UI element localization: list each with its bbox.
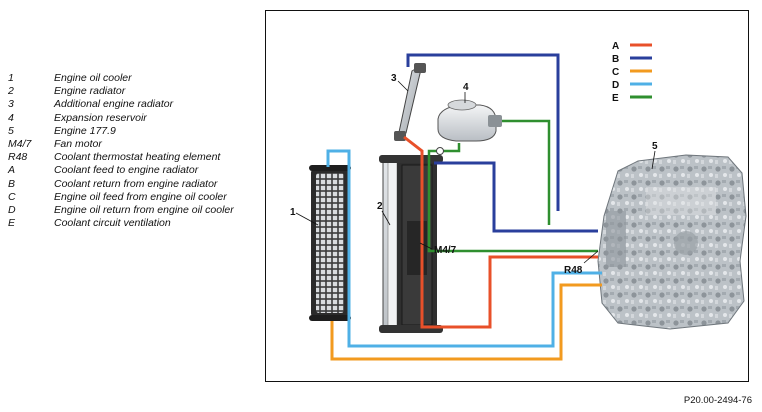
legend-row: M4/7 Fan motor (8, 138, 258, 151)
legend-key: E (8, 217, 16, 230)
line-key-letter: B (612, 54, 619, 65)
legend-text: Coolant thermostat heating element (54, 151, 221, 164)
legend-row: 4 Expansion reservoir (8, 112, 258, 125)
line-key-letter: C (612, 67, 619, 78)
legend-row: A Coolant feed to engine radiator (8, 164, 258, 177)
line-key-letter: E (612, 93, 619, 104)
callout-label: 5 (652, 141, 658, 152)
legend-key: 5 (8, 124, 14, 137)
callout-3: 3 (391, 73, 409, 92)
legend-key: R48 (8, 151, 28, 164)
legend-key: A (8, 164, 16, 177)
callout-5: 5 (651, 141, 658, 170)
legend-text: Coolant circuit ventilation (54, 217, 171, 230)
callout-label: R48 (564, 265, 583, 276)
legend-row: 3 Additional engine radiator (8, 98, 258, 111)
document-id: P20.00-2494-76 (683, 395, 752, 406)
legend-row: 1 Engine oil cooler (8, 72, 258, 85)
line-e-ventilation (427, 119, 598, 253)
line-c-oil-feed (330, 283, 602, 361)
line-color-key: A B C D E (612, 41, 652, 104)
coolant-circuit-diagram: A B C D E 1 2 3 4 5 (290, 41, 747, 361)
legend-row: C Engine oil feed from engine oil cooler (8, 191, 258, 204)
legend-row: E Coolant circuit ventilation (8, 217, 258, 230)
callout-4: 4 (463, 82, 469, 103)
legend-text: Coolant feed to engine radiator (54, 164, 199, 177)
legend-text: Coolant return from engine radiator (54, 177, 218, 190)
engine-radiator (379, 155, 443, 333)
legend-key: D (8, 204, 16, 217)
legend-key: C (8, 190, 16, 203)
legend-text: Engine radiator (54, 85, 126, 98)
legend-key: 4 (8, 111, 14, 124)
legend-key: 2 (8, 85, 14, 98)
legend-row: 5 Engine 177.9 (8, 125, 258, 138)
callout-r48: R48 (564, 250, 599, 276)
callout-1: 1 (290, 207, 319, 226)
legend-row: 2 Engine radiator (8, 85, 258, 98)
legend-text: Expansion reservoir (54, 111, 147, 124)
legend-text: Engine oil return from engine oil cooler (54, 204, 234, 217)
legend-key: 1 (8, 72, 14, 84)
valve-icon (436, 147, 444, 155)
legend-row: B Coolant return from engine radiator (8, 178, 258, 191)
callout-2: 2 (377, 201, 391, 226)
line-d-oil-return (326, 149, 602, 348)
legend-text: Fan motor (54, 138, 102, 151)
legend-key: M4/7 (8, 138, 32, 151)
legend-key: B (8, 177, 16, 190)
callout-label: 1 (290, 207, 296, 218)
legend-text: Engine oil feed from engine oil cooler (54, 190, 227, 203)
legend-row: D Engine oil return from engine oil coole… (8, 204, 258, 217)
line-b-coolant-return (406, 53, 598, 233)
callout-m47: M4/7 (419, 242, 457, 256)
legend-row: R48 Coolant thermostat heating element (8, 151, 258, 164)
callout-label: 4 (463, 82, 469, 93)
component-legend: 1 Engine oil cooler 2 Engine radiator 3 Add… (8, 72, 258, 230)
engine-oil-cooler (309, 165, 351, 321)
callout-label: M4/7 (434, 245, 457, 256)
callout-label: 3 (391, 73, 397, 84)
diagram-frame: A B C D E 1 2 3 4 5 (265, 10, 749, 382)
legend-text: Additional engine radiator (54, 98, 174, 111)
expansion-reservoir (437, 99, 502, 142)
legend-text: Engine oil cooler (54, 72, 132, 84)
additional-engine-radiator (394, 63, 426, 141)
legend-key: 3 (8, 98, 14, 111)
callout-label: 2 (377, 201, 383, 212)
line-key-letter: D (612, 80, 619, 91)
legend-text: Engine 177.9 (54, 124, 116, 137)
line-key-letter: A (612, 41, 619, 52)
line-a-coolant-feed (403, 135, 598, 329)
engine-block (597, 154, 747, 330)
